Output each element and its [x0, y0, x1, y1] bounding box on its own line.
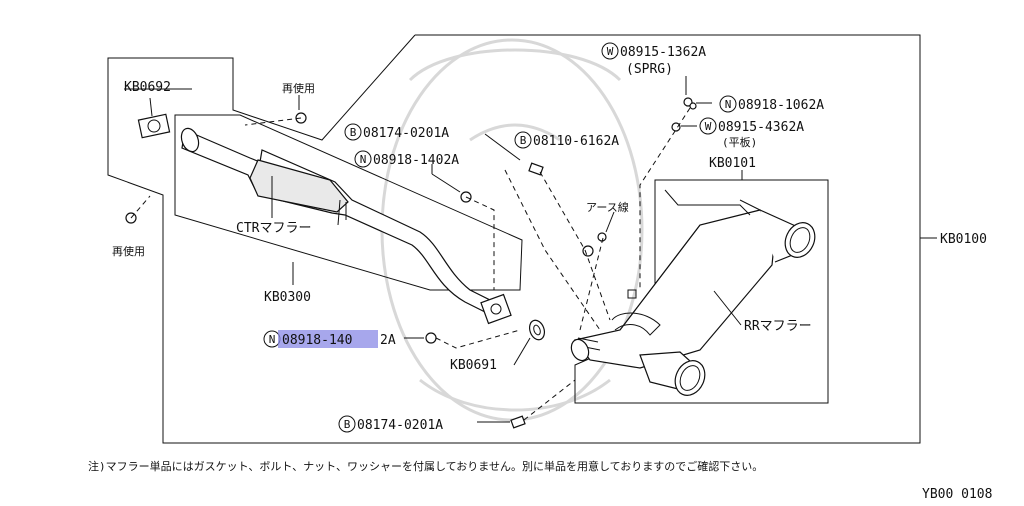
- label-nut-08918-upper: 08918-1402A: [373, 153, 459, 168]
- label-washer-08915-1362: 08915-1362A: [620, 45, 706, 60]
- leader-lines: [124, 76, 937, 423]
- label-rr-muffler: RRマフラー: [744, 319, 812, 334]
- washer-sprg-icon: [683, 97, 693, 107]
- washer-flat-icon: [671, 122, 681, 132]
- circle-marks: [263, 42, 737, 433]
- assembly-lines: [130, 107, 691, 421]
- label-flat: (平板): [722, 135, 757, 149]
- diagram-code: YB00 0108: [922, 487, 992, 502]
- part-number-highlight: [278, 330, 378, 348]
- assembly-outline-kb0100: [107, 34, 921, 444]
- label-bolt-08174-bottom: 08174-0201A: [357, 418, 443, 433]
- rear-muffler: [570, 189, 816, 396]
- footnote: 注)マフラー単品にはガスケット、ボルト、ナット、ワッシャーを付属しておりません。…: [88, 459, 763, 473]
- gasket-kb0692: [137, 113, 171, 139]
- label-nut-08918-lower-suffix: 2A: [380, 333, 396, 348]
- hardware: [125, 97, 697, 429]
- circle-mark-letters: B B N W N W N B: [269, 45, 732, 431]
- bolt-upper-icon: [528, 162, 544, 176]
- label-reuse-left: 再使用: [112, 245, 145, 258]
- subassembly-outline-kb0300: [174, 114, 523, 291]
- label-kb0691: KB0691: [450, 358, 497, 373]
- label-nut-08918-lower: 08918-140: [282, 333, 352, 348]
- earth-bolt-icon: [582, 245, 594, 257]
- watermark: [380, 38, 644, 422]
- label-washer-08915-4362: 08915-4362A: [718, 120, 804, 135]
- mark-n-3: N: [269, 333, 276, 346]
- label-kb0100: KB0100: [940, 232, 987, 247]
- mark-b-1: B: [350, 126, 357, 139]
- mark-n-1: N: [360, 153, 367, 166]
- mark-b-3: B: [344, 418, 351, 431]
- gasket-kb0691: [528, 319, 546, 341]
- mark-n-2: N: [725, 98, 732, 111]
- label-ctr-muffler: CTRマフラー: [236, 221, 311, 236]
- label-reuse-top: 再使用: [282, 82, 315, 95]
- mark-w-1: W: [607, 45, 614, 58]
- mark-b-2: B: [520, 134, 527, 147]
- label-bolt-08110: 08110-6162A: [533, 134, 619, 149]
- center-muffler-pipe: [180, 127, 512, 325]
- label-nut-08918-1062: 08918-1062A: [738, 98, 824, 113]
- label-sprg: (SPRG): [626, 62, 673, 77]
- label-kb0692: KB0692: [124, 80, 171, 95]
- bolt-lower-icon: [510, 415, 526, 429]
- label-kb0101: KB0101: [709, 156, 756, 171]
- label-earth-wire: アース線: [586, 200, 629, 214]
- label-bolt-08174-top: 08174-0201A: [363, 126, 449, 141]
- nut-lower-icon: [425, 332, 437, 344]
- part-labels: KB0692 再使用 再使用 08174-0201A 08110-6162A 0…: [112, 45, 987, 433]
- label-kb0300: KB0300: [264, 290, 311, 305]
- mark-w-2: W: [705, 120, 712, 133]
